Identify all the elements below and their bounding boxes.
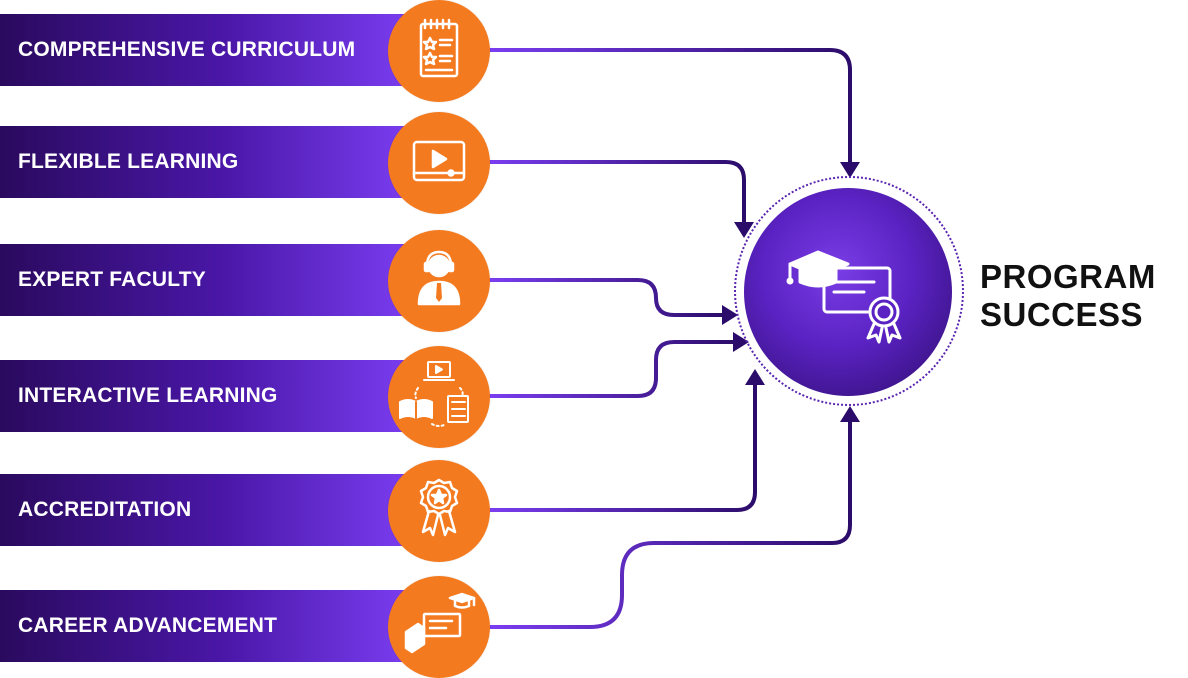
connector-2	[488, 160, 746, 224]
item-bar-1: COMPREHENSIVE CURRICULUM	[0, 14, 410, 86]
connector-5	[488, 383, 757, 512]
graduation-certificate-icon	[786, 250, 902, 344]
award-ribbon-icon	[388, 460, 490, 562]
instructor-headset-icon	[388, 230, 490, 332]
curriculum-checklist-icon	[388, 0, 490, 102]
hub-dotted-ring	[734, 176, 964, 406]
item-label: ACCREDITATION	[18, 498, 192, 521]
item-bar-4: INTERACTIVE LEARNING	[0, 360, 410, 432]
item-label: FLEXIBLE LEARNING	[18, 150, 239, 173]
hand-certificate-icon	[388, 576, 490, 678]
video-player-icon	[388, 112, 490, 214]
arrowhead-6	[840, 406, 860, 422]
arrowhead-2	[734, 222, 754, 238]
item-bar-3: EXPERT FACULTY	[0, 244, 410, 316]
item-bar-2: FLEXIBLE LEARNING	[0, 126, 410, 198]
arrowhead-3	[722, 305, 738, 325]
hub-circle	[744, 188, 952, 396]
arrowhead-1	[840, 162, 860, 178]
item-bar-6: CAREER ADVANCEMENT	[0, 590, 410, 662]
item-label: EXPERT FACULTY	[18, 268, 206, 291]
laptop-book-quiz-icon	[388, 346, 490, 448]
arrowhead-5	[745, 369, 765, 385]
hub-title: PROGRAM SUCCESS	[980, 258, 1156, 334]
connector-6	[488, 420, 852, 629]
item-label: INTERACTIVE LEARNING	[18, 384, 278, 407]
connector-1	[488, 48, 852, 167]
hub-title-line2: SUCCESS	[980, 296, 1144, 333]
item-bar-5: ACCREDITATION	[0, 474, 410, 546]
connector-4	[488, 340, 737, 398]
arrowhead-4	[733, 332, 749, 352]
item-label: COMPREHENSIVE CURRICULUM	[18, 38, 356, 61]
hub-title-line1: PROGRAM	[980, 258, 1156, 295]
connector-3	[488, 278, 724, 317]
item-label: CAREER ADVANCEMENT	[18, 614, 278, 637]
